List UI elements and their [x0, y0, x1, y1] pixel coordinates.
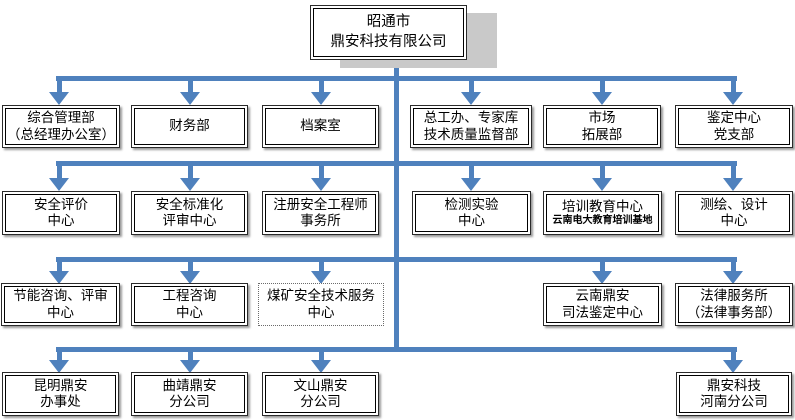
node-label: 测绘、设计: [700, 196, 768, 212]
node-label: 综合管理部: [27, 110, 95, 126]
node-general-admin-dept: 综合管理部（总经理办公室）: [2, 105, 120, 148]
node-label: 分公司: [300, 394, 341, 409]
node-coal-mine-safety-service-center: 煤矿安全技术服务中心: [258, 283, 384, 326]
node-label: 评审中心: [162, 213, 217, 228]
node-label: 中心: [47, 213, 75, 228]
node-label: 曲靖鼎安: [162, 377, 217, 393]
down-arrow-icon: [592, 166, 612, 191]
node-label: 培训教育中心: [562, 198, 643, 214]
node-label: 法律服务所: [700, 288, 768, 304]
node-label: 鼎安科技有限公司: [330, 33, 447, 50]
node-finance-dept: 财务部: [131, 105, 248, 148]
down-arrow-icon: [49, 81, 69, 105]
node-wenshan-branch: 文山鼎安分公司: [262, 372, 379, 416]
node-label: 云南鼎安: [575, 288, 630, 304]
connector-tier4-line: [56, 257, 737, 262]
down-arrow-icon: [311, 352, 331, 373]
connector-tier3-line: [56, 161, 737, 166]
node-legal-service-office: 法律服务所（法律事务部）: [675, 283, 793, 326]
node-label: 档案室: [300, 118, 341, 134]
node-label: 事务所: [300, 213, 341, 228]
node-label: 中心: [458, 213, 485, 228]
down-arrow-icon: [180, 166, 200, 191]
node-engineering-consulting-center: 工程咨询中心: [131, 283, 248, 326]
node-label: 鼎安科技: [707, 377, 761, 393]
node-label: 文山鼎安: [293, 377, 348, 393]
connector-tier2-line: [56, 76, 737, 81]
node-registered-safety-engineer-office: 注册安全工程师事务所: [262, 191, 379, 235]
node-label: 办事处: [40, 394, 81, 409]
node-label: 鉴定中心: [707, 110, 761, 126]
down-arrow-icon: [49, 352, 69, 373]
node-label: （法律事务部）: [686, 304, 782, 320]
node-label: 昭通市: [366, 13, 411, 30]
connector-tier5-line: [56, 347, 737, 352]
node-appraisal-center-party-branch: 鉴定中心党支部: [675, 105, 793, 148]
down-arrow-icon: [723, 262, 743, 284]
down-arrow-icon: [49, 262, 69, 284]
node-label: （总经理办公室）: [7, 126, 115, 142]
node-label: 节能咨询、评审: [13, 288, 108, 304]
node-chief-engineer-office: 总工办、专家库技术质量监督部: [410, 105, 532, 148]
down-arrow-icon: [592, 81, 612, 105]
down-arrow-icon: [592, 262, 612, 284]
node-label: 财务部: [169, 118, 210, 134]
node-label: 司法鉴定中心: [562, 304, 643, 320]
down-arrow-icon: [180, 81, 200, 105]
trunk-line: [394, 58, 399, 352]
node-testing-lab-center: 检测实验中心: [412, 191, 531, 235]
node-label: 拓展部: [581, 126, 623, 142]
down-arrow-icon: [311, 262, 331, 284]
node-label: 分公司: [169, 394, 210, 409]
node-henan-branch: 鼎安科技河南分公司: [676, 372, 792, 416]
node-safety-standardization-center: 安全标准化评审中心: [131, 191, 248, 235]
down-arrow-icon: [723, 81, 743, 105]
node-label: 注册安全工程师: [273, 196, 368, 212]
node-label: 技术质量监督部: [423, 126, 519, 142]
node-qujing-branch: 曲靖鼎安分公司: [131, 372, 248, 416]
node-training-education-center: 培训教育中心云南电大教育培训基地: [543, 191, 662, 235]
node-energy-consulting-review-center: 节能咨询、评审中心: [1, 283, 120, 326]
node-label: 安全评价: [34, 196, 88, 212]
down-arrow-icon: [180, 352, 200, 373]
node-label: 总工办、专家库: [423, 110, 519, 126]
down-arrow-icon: [180, 262, 200, 284]
node-label: 昆明鼎安: [33, 377, 88, 393]
down-arrow-icon: [311, 166, 331, 191]
node-label: 安全标准化: [155, 196, 224, 212]
node-label: 市场: [588, 110, 616, 126]
node-surveying-design-center: 测绘、设计中心: [675, 191, 793, 235]
down-arrow-icon: [723, 166, 743, 191]
node-yunnan-dingan-judicial-appraisal-center: 云南鼎安司法鉴定中心: [543, 283, 662, 326]
node-label: 中心: [307, 304, 335, 320]
node-kunming-office: 昆明鼎安办事处: [2, 372, 119, 416]
down-arrow-icon: [723, 352, 743, 373]
node-company-root: 昭通市鼎安科技有限公司: [310, 5, 467, 60]
node-sublabel: 云南电大教育培训基地: [552, 215, 653, 227]
down-arrow-icon: [311, 81, 331, 105]
node-label: 党支部: [713, 126, 755, 142]
node-safety-evaluation-center: 安全评价中心: [2, 191, 120, 235]
node-archives-room: 档案室: [262, 105, 379, 148]
node-label: 中心: [47, 304, 74, 320]
node-label: 河南分公司: [700, 394, 768, 409]
node-label: 中心: [176, 304, 203, 320]
node-label: 检测实验: [444, 196, 499, 212]
down-arrow-icon: [461, 166, 481, 191]
down-arrow-icon: [49, 166, 69, 191]
node-market-expansion-dept: 市场拓展部: [543, 105, 661, 148]
node-label: 中心: [720, 213, 748, 228]
node-label: 煤矿安全技术服务: [267, 288, 375, 304]
down-arrow-icon: [461, 81, 481, 105]
node-label: 工程咨询: [162, 288, 217, 304]
